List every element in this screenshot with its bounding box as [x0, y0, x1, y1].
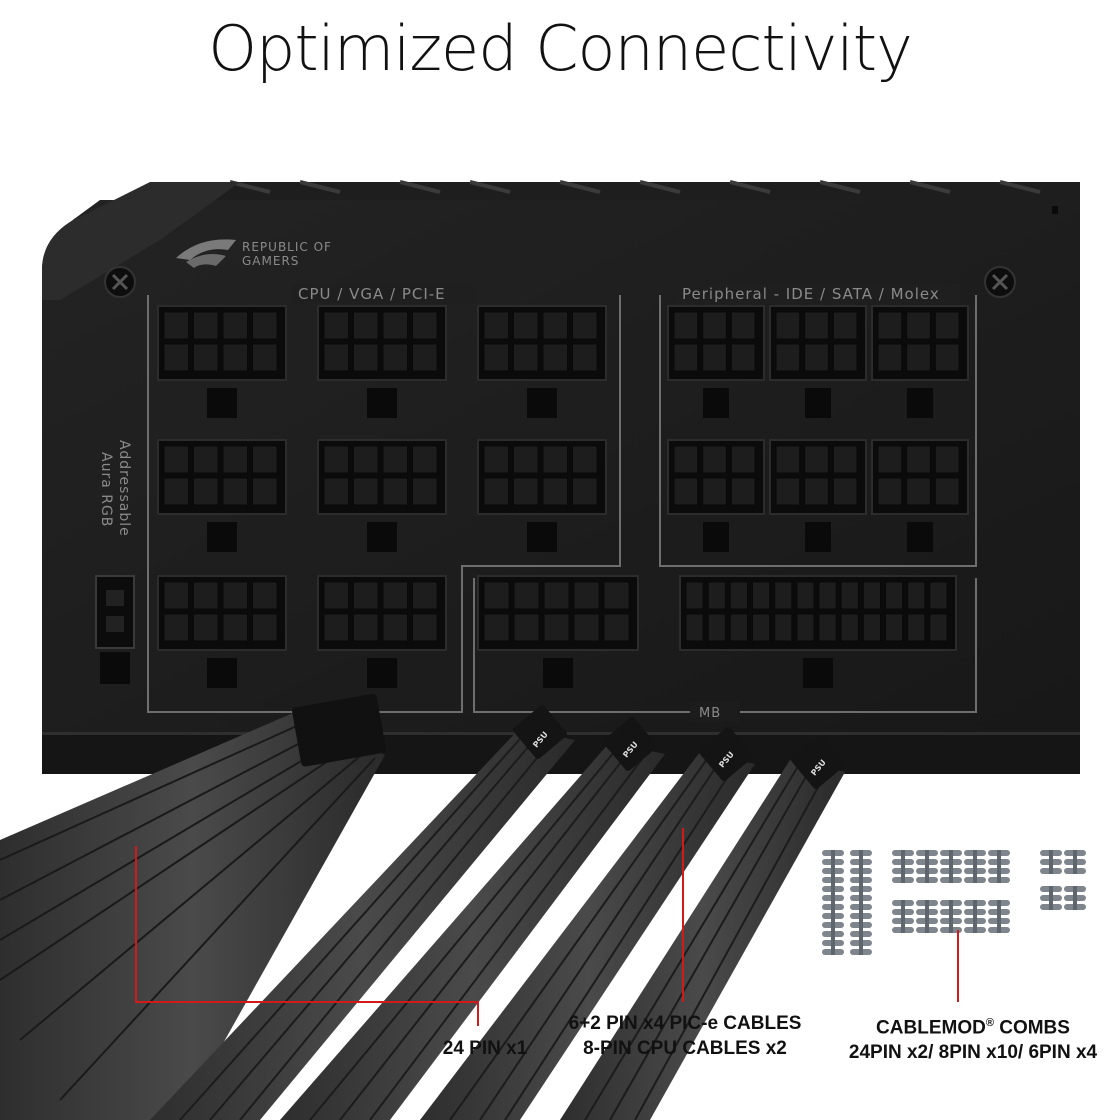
comb-6pin-3 [1040, 886, 1062, 910]
brand-line2: GAMERS [242, 254, 299, 268]
group-label-mb: MB [699, 706, 721, 721]
rog-eye-logo-icon [176, 239, 236, 268]
label-pcie-line2: 8-PIN CPU CABLES x2 [583, 1038, 787, 1059]
svg-text:Addressable: Addressable [116, 440, 132, 537]
cable-pcie-2 [280, 717, 665, 1120]
comb-24pin-1 [822, 850, 844, 955]
comb-8pin-top-1 [892, 850, 914, 883]
cable-24pin [0, 693, 386, 1120]
cable-pcie-4 [560, 735, 845, 1120]
socket-cpu-8 [317, 575, 447, 688]
connector-sockets [157, 305, 969, 688]
socket-cpu-4 [157, 439, 287, 552]
comb-24pin-2 [850, 850, 872, 955]
socket-peripheral-3 [871, 305, 969, 418]
label-combs: CABLEMOD® COMBS 24PIN x2/ 8PIN x10/ 6PIN… [828, 1011, 1118, 1065]
comb-8pin-bottom-2 [916, 900, 938, 933]
comb-8pin-bottom-3 [940, 900, 962, 933]
comb-8pin-bottom-4 [964, 900, 986, 933]
group-label-cpu: CPU / VGA / PCI-E [298, 285, 446, 303]
socket-cpu-2 [317, 305, 447, 418]
label-pcie-cables: 6+2 PIN x4 PIC-e CABLES 8-PIN CPU CABLES… [540, 1011, 830, 1061]
screw-right [984, 266, 1016, 298]
comb-8pin-top-3 [940, 850, 962, 883]
comb-6pin-2 [1064, 850, 1086, 874]
socket-cpu-3 [477, 305, 607, 418]
label-24pin: 24 PIN x1 [442, 1038, 528, 1059]
label-combs-line2: 24PIN x2/ 8PIN x10/ 6PIN x4 [848, 1042, 1098, 1064]
socket-cpu-7 [157, 575, 287, 688]
svg-text:Aura RGB: Aura RGB [98, 452, 114, 527]
socket-cpu-5 [317, 439, 447, 552]
comb-8pin-bottom-1 [892, 900, 914, 933]
socket-cpu-6 [477, 439, 607, 552]
side-label: Addressable Aura RGB [98, 440, 132, 537]
page-title: Optimized Connectivity [208, 12, 913, 85]
comb-8pin-top-4 [964, 850, 986, 883]
comb-8pin-top-5 [988, 850, 1010, 883]
screw-left [104, 266, 136, 298]
cable-pcie-3 [420, 727, 755, 1120]
label-combs-line1: CABLEMOD® COMBS [876, 1017, 1070, 1039]
socket-mb-24pin [679, 575, 957, 688]
cablemod-combs [822, 850, 1086, 955]
label-pcie-line1: 6+2 PIN x4 PIC-e CABLES [568, 1013, 802, 1034]
comb-8pin-bottom-5 [988, 900, 1010, 933]
aura-rgb-port [95, 575, 135, 684]
socket-peripheral-4 [667, 439, 765, 552]
brand-line1: REPUBLIC OF [242, 240, 332, 254]
socket-cpu-1 [157, 305, 287, 418]
socket-peripheral-2 [769, 305, 867, 418]
cable-pcie-1 [150, 705, 575, 1120]
socket-peripheral-6 [871, 439, 969, 552]
socket-peripheral-5 [769, 439, 867, 552]
comb-6pin-4 [1064, 886, 1086, 910]
group-label-peripheral: Peripheral - IDE / SATA / Molex [682, 285, 940, 303]
socket-peripheral-1 [667, 305, 765, 418]
comb-6pin-1 [1040, 850, 1062, 874]
socket-mb-small [477, 575, 639, 688]
callout-lines [135, 828, 959, 1026]
comb-8pin-top-2 [916, 850, 938, 883]
